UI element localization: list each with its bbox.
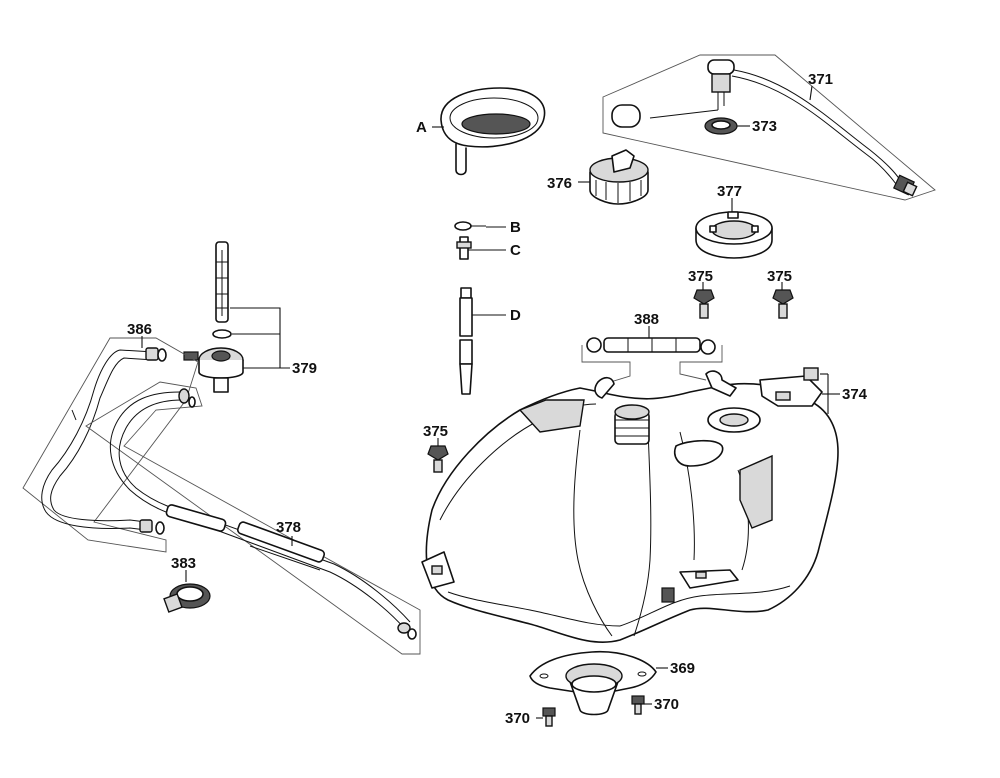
callout-369: 369	[670, 660, 695, 677]
callout-371: 371	[808, 71, 833, 88]
fuel-level-sensor-371[interactable]	[602, 54, 936, 201]
fuel-cap-376[interactable]	[589, 149, 649, 205]
filler-strainer-A[interactable]	[440, 87, 546, 176]
lock-ring-377[interactable]	[695, 211, 773, 259]
tank-flange-369[interactable]	[529, 650, 657, 716]
callout-376: 376	[547, 175, 572, 192]
bolt-375-c[interactable]	[427, 445, 449, 473]
vent-hose-386[interactable]	[22, 337, 199, 553]
callout-375-a: 375	[688, 268, 713, 285]
callout-386: 386	[127, 321, 152, 338]
tube-D[interactable]	[459, 287, 473, 395]
callout-375-c: 375	[423, 423, 448, 440]
callout-370-b: 370	[654, 696, 679, 713]
fuel-cock-379[interactable]	[183, 241, 244, 393]
fitting-C[interactable]	[456, 236, 472, 260]
fuel-hose-378[interactable]	[85, 381, 421, 655]
callout-379: 379	[292, 360, 317, 377]
clip-B[interactable]	[454, 221, 486, 231]
callout-378: 378	[276, 519, 301, 536]
callout-377: 377	[717, 183, 742, 200]
callout-375-b: 375	[767, 268, 792, 285]
hose-clamp-383[interactable]	[163, 583, 211, 613]
callout-A: A	[416, 119, 427, 136]
callout-D: D	[510, 307, 521, 324]
callout-388: 388	[634, 311, 659, 328]
bolt-370-b[interactable]	[631, 695, 645, 715]
callout-370-a: 370	[505, 710, 530, 727]
breather-hose-388[interactable]	[581, 337, 723, 385]
o-ring-373[interactable]	[704, 117, 738, 135]
bolt-375-b[interactable]	[772, 289, 794, 319]
callout-374: 374	[842, 386, 868, 403]
callout-C: C	[510, 242, 521, 259]
callout-373: 373	[752, 118, 777, 135]
bolt-375-a[interactable]	[693, 289, 715, 319]
bolt-370-a[interactable]	[542, 707, 556, 727]
fuel-tank-374[interactable]	[421, 367, 839, 643]
callout-B: B	[510, 219, 521, 236]
callout-383: 383	[171, 555, 196, 572]
